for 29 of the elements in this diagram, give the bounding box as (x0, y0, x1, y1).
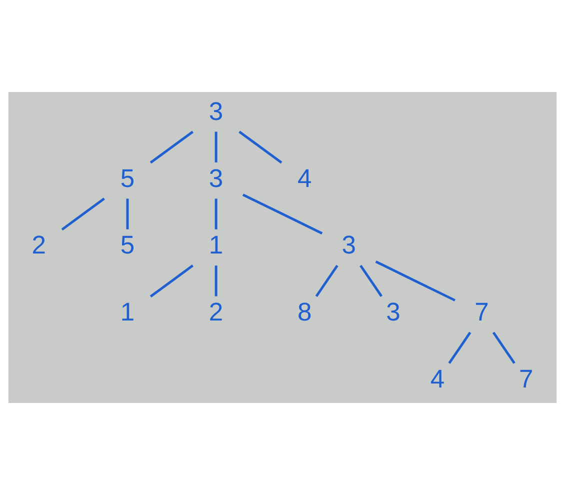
connector (150, 130, 194, 164)
connector (126, 198, 129, 230)
connector (448, 332, 472, 364)
node-text: 7 (518, 366, 534, 394)
connector (150, 264, 194, 298)
node-text: 2 (208, 298, 224, 327)
connector (375, 260, 456, 302)
connector (214, 132, 218, 162)
node-text: 3 (386, 298, 400, 327)
node-text: 7 (474, 298, 489, 327)
connector (61, 198, 105, 231)
connector (492, 332, 516, 364)
node-text: 4 (430, 366, 445, 394)
connector (360, 264, 383, 297)
node-text: 4 (298, 164, 312, 193)
node-text: 2 (32, 232, 46, 260)
connector (315, 264, 338, 297)
node-text: 1 (208, 232, 224, 260)
connector (242, 194, 323, 234)
node-text: 3 (342, 232, 356, 260)
connector (214, 266, 218, 296)
connector (238, 130, 282, 164)
node-text: 5 (120, 164, 135, 193)
node-text: 3 (208, 98, 224, 126)
connector (214, 198, 218, 230)
node-text: 5 (120, 232, 135, 260)
node-text: 8 (298, 298, 312, 327)
node-text: 1 (120, 298, 135, 327)
node-text: 3 (208, 164, 224, 193)
